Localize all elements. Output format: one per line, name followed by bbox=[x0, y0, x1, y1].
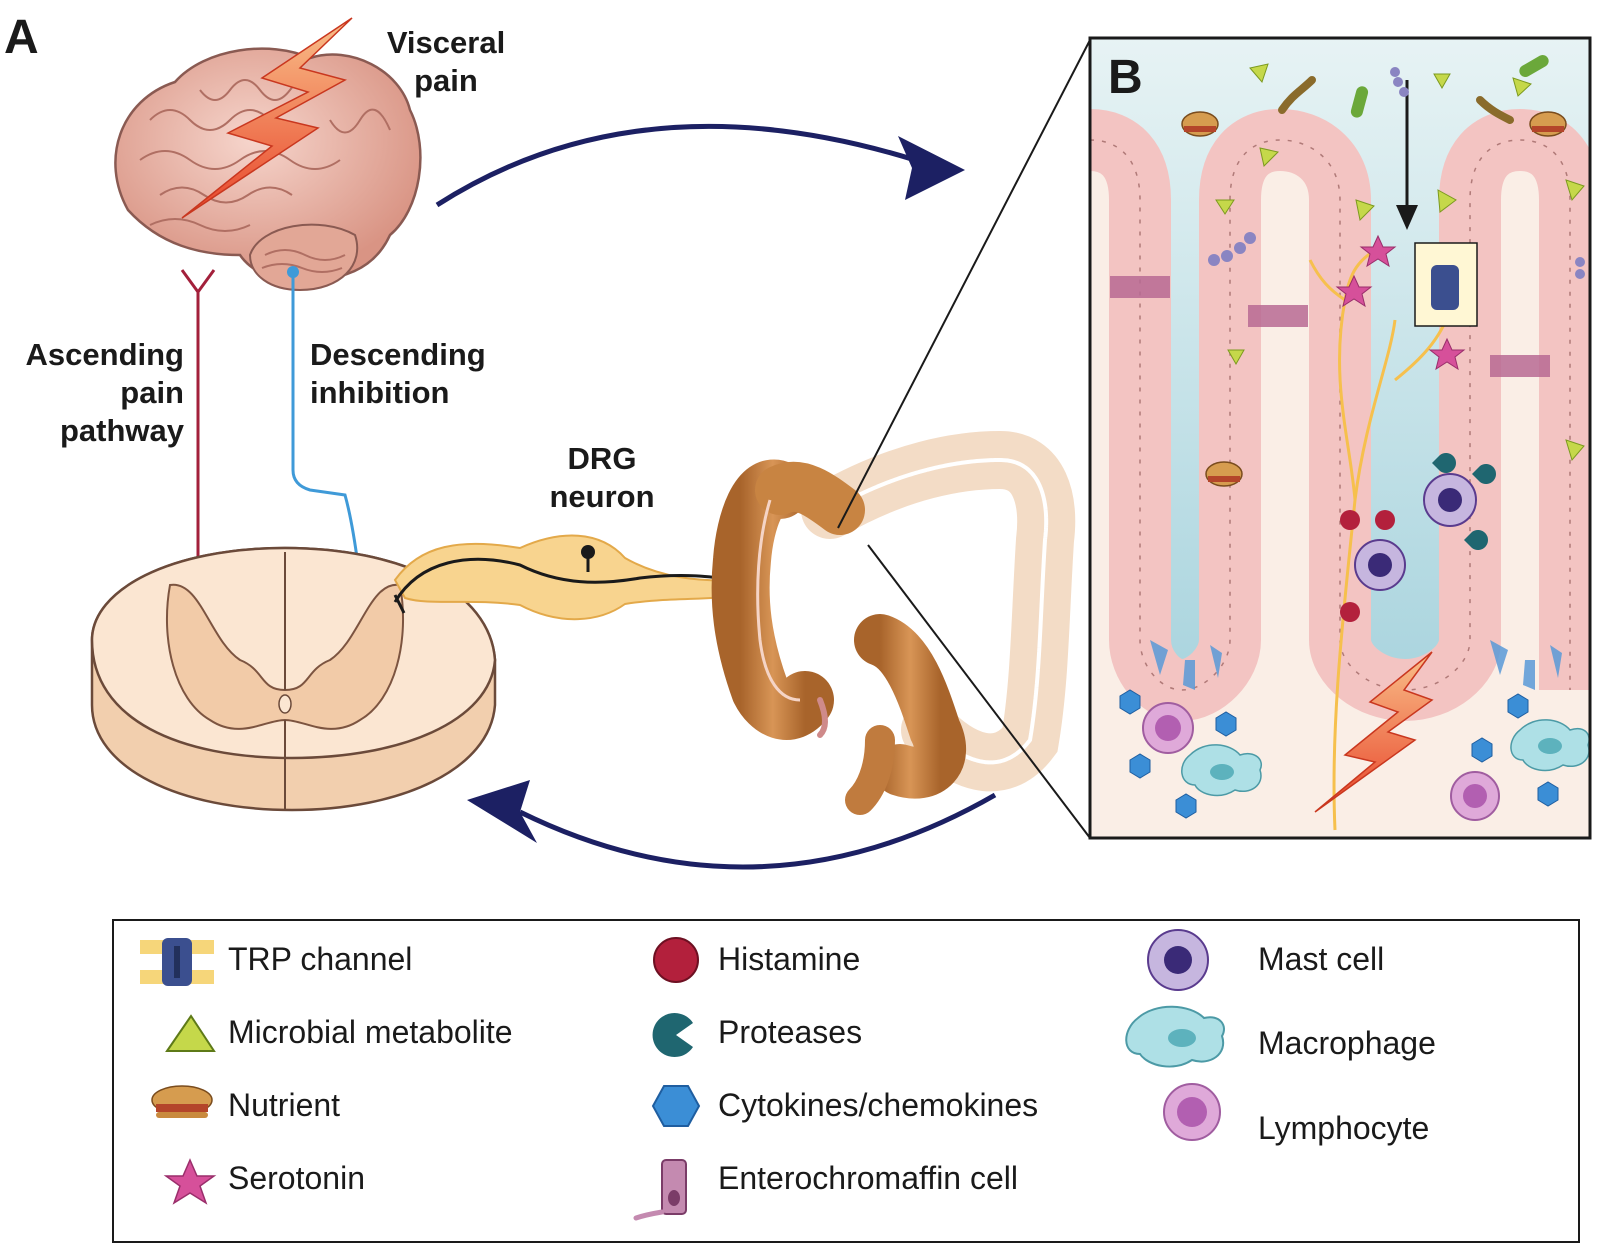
bottom-curved-arrow bbox=[467, 780, 997, 870]
legend-box bbox=[112, 919, 1580, 1243]
panel-b-frame bbox=[1088, 36, 1592, 840]
zoom-line-top bbox=[837, 39, 1091, 529]
panel-b-illustration bbox=[1090, 38, 1590, 838]
trp-channel-icon bbox=[140, 938, 214, 986]
legend-serotonin: Serotonin bbox=[228, 1160, 365, 1196]
visceral-pain-bolt bbox=[181, 17, 353, 219]
legend-enterochromaffin-cell: Enterochromaffin cell bbox=[718, 1160, 1018, 1196]
legend-nutrient: Nutrient bbox=[228, 1087, 341, 1123]
top-curved-arrow bbox=[435, 123, 965, 208]
drg-neuron-label: DRG neuron bbox=[538, 440, 666, 516]
ascending-pathway-label: Ascending pain pathway bbox=[0, 336, 184, 450]
burger-icon bbox=[151, 1085, 213, 1118]
visceral-pain-label: Visceral pain bbox=[376, 24, 516, 100]
colon-illustration bbox=[711, 430, 1076, 815]
descending-line-2: inhibition bbox=[310, 375, 450, 410]
legend-macrophage: Macrophage bbox=[1258, 1025, 1436, 1061]
enterochromaffin-cell-icon bbox=[633, 1159, 687, 1221]
pacman-icon bbox=[652, 1013, 693, 1057]
visceral-pain-line-2: pain bbox=[414, 63, 478, 98]
descending-neuron-body bbox=[287, 266, 299, 278]
visceral-pain-line-1: Visceral bbox=[386, 25, 506, 60]
drg-line-2: neuron bbox=[549, 479, 655, 514]
brain-illustration bbox=[114, 47, 422, 292]
lymphocyte-icon bbox=[1163, 1083, 1221, 1141]
spinal-cord-illustration bbox=[90, 546, 497, 812]
descending-inhibition-label: Descending inhibition bbox=[310, 336, 486, 412]
legend-proteases: Proteases bbox=[718, 1014, 863, 1050]
legend-cytokines: Cytokines/chemokines bbox=[718, 1087, 1039, 1123]
ascending-line-2: pain bbox=[120, 375, 184, 410]
hexagon-icon bbox=[651, 1085, 701, 1127]
panel-b-letter: B bbox=[1108, 51, 1143, 104]
triangle-icon bbox=[165, 1014, 216, 1052]
descending-line-1: Descending bbox=[310, 337, 486, 372]
mast-cell-icon bbox=[1147, 929, 1209, 991]
circle-icon bbox=[653, 937, 699, 983]
drg-line-1: DRG bbox=[567, 441, 637, 476]
legend-histamine: Histamine bbox=[718, 941, 861, 977]
star-icon bbox=[163, 1158, 217, 1205]
ascending-line-1: Ascending bbox=[25, 337, 184, 372]
legend-lymphocyte: Lymphocyte bbox=[1258, 1110, 1430, 1146]
legend-mast-cell: Mast cell bbox=[1258, 941, 1385, 977]
macrophage-icon bbox=[1125, 1005, 1225, 1068]
ascending-line-3: pathway bbox=[59, 413, 184, 448]
zoom-line-bottom bbox=[867, 544, 1091, 839]
panel-a-letter: A bbox=[4, 11, 39, 64]
legend-microbial-metabolite: Microbial metabolite bbox=[228, 1014, 513, 1050]
legend-trp-channel: TRP channel bbox=[228, 941, 413, 977]
